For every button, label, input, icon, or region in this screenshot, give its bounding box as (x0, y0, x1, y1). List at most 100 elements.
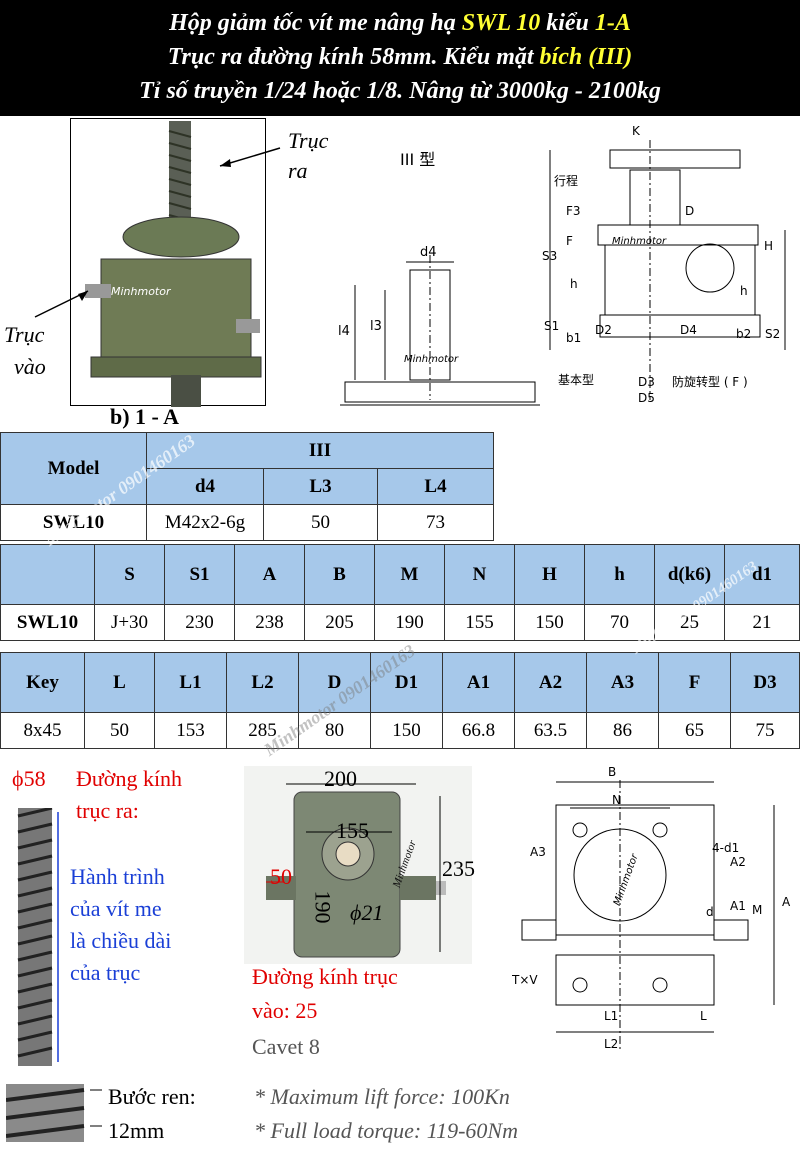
input-shaft-label-1: Trục (4, 322, 45, 347)
plan-label-b: B (608, 765, 616, 779)
drawing-iii-l3: l3 (370, 319, 382, 334)
table1-model-header: Model (0, 432, 147, 505)
photo-caption: b) 1 - A (110, 404, 180, 429)
table2-col-s: S (94, 544, 165, 605)
table2-col-s1: S1 (164, 544, 235, 605)
product-photo-frame: Minhmotor (70, 118, 266, 407)
header-line-2: Trục ra đường kính 58mm. Kiểu mặt bích (… (167, 44, 633, 70)
plan-label-l1: L1 (604, 1009, 618, 1023)
top-dim-190: 190 (310, 890, 336, 924)
output-diameter-label-2: trục ra: (76, 798, 139, 823)
product-photo: Minhmotor (85, 121, 262, 407)
table2-cell-s1: 230 (164, 604, 235, 641)
plan-label-a2: A2 (730, 855, 746, 869)
table2-col-m: M (374, 544, 445, 605)
table2-cell-d1: 21 (724, 604, 800, 641)
travel-text-3: là chiều dài (70, 928, 172, 953)
table2-col-d1: d1 (724, 544, 800, 605)
table2-col-blank (0, 544, 95, 605)
table2-cell-a: 238 (234, 604, 305, 641)
plan-label-4d1: 4-d1 (712, 841, 739, 855)
table2-cell-n: 155 (444, 604, 515, 641)
header-line-3: Tỉ số truyền 1/24 hoặc 1/8. Nâng từ 3000… (139, 78, 661, 104)
table3-col-d1: D1 (370, 652, 443, 713)
top-dim-200: 200 (324, 766, 357, 791)
table2-cell-dk6: 25 (654, 604, 725, 641)
screw-diameter: ϕ58 (12, 766, 46, 791)
input-shaft-label-2: vào (14, 354, 46, 379)
side-dimension-drawing: K 行程 F3 D S3 F H h h S1 b1 D2 D4 b2 S2 D… (542, 124, 786, 405)
table3-cell-l1: 153 (154, 712, 227, 749)
side-label-f3: F3 (566, 204, 581, 218)
plan-label-txv: T×V (512, 973, 538, 987)
plan-label-l: L (700, 1009, 707, 1023)
table1-col-l3: L3 (263, 468, 378, 505)
top-view-photo (244, 766, 472, 964)
output-arrow-icon (219, 147, 281, 167)
flange-iii-drawing: III 型 d4 l3 l4 Minhmotor (338, 150, 540, 406)
plan-dimension-drawing: B N 4-d1 A3 A2 A1 M A d T×V L1 L L2 Minh… (512, 765, 791, 1051)
side-label-d4: D4 (680, 323, 697, 337)
page-header: Hộp giảm tốc vít me nâng hạ SWL 10 kiểu … (0, 0, 800, 116)
side-label-f: F (566, 234, 573, 248)
table2-cell-b: 205 (304, 604, 375, 641)
torque-spec: * Full load torque: 119-60Nm (254, 1118, 518, 1143)
plan-label-a1: A1 (730, 899, 746, 913)
table2-col-h: H (514, 544, 585, 605)
table3-col-key: Key (0, 652, 85, 713)
plan-label-a: A (782, 895, 791, 909)
table1-cell-l3: 50 (263, 504, 378, 541)
output-shaft-label-2: ra (288, 158, 308, 183)
side-label-b1: b1 (566, 331, 581, 345)
table2-col-b: B (304, 544, 375, 605)
table2-cell-s: J+30 (94, 604, 165, 641)
side-label-d5: D5 (638, 391, 655, 405)
table3-cell-f: 65 (658, 712, 731, 749)
table3-cell-l: 50 (84, 712, 155, 749)
side-label-d2: D2 (595, 323, 612, 337)
key-size-label: Cavet 8 (252, 1034, 320, 1059)
side-label-h-left: h (570, 277, 578, 291)
output-diameter-label-1: Đường kính (76, 766, 183, 791)
drawing-iii-watermark: Minhmotor (404, 354, 459, 365)
table3-cell-d: 80 (298, 712, 371, 749)
top-dim-155: 155 (336, 818, 369, 843)
table3-col-d3: D3 (730, 652, 800, 713)
drawing-iii-d4: d4 (420, 245, 437, 260)
top-dim-21: ϕ21 (350, 900, 384, 925)
table3-cell-a1: 66.8 (442, 712, 515, 749)
side-label-d3: D3 (638, 375, 655, 389)
table3-col-a1: A1 (442, 652, 515, 713)
screw-image (17, 808, 59, 1066)
table2-col-h-small: h (584, 544, 655, 605)
plan-label-d: d (706, 905, 714, 919)
table3-col-d: D (298, 652, 371, 713)
side-label-anti-rotation: 防旋转型 ( F ) (672, 374, 748, 389)
table1-cell-l4: 73 (377, 504, 494, 541)
side-label-s2: S2 (765, 327, 780, 341)
table2-col-n: N (444, 544, 515, 605)
output-shaft-label-1: Trục (288, 128, 329, 153)
side-label-h-upper: H (764, 239, 773, 253)
travel-text-2: của vít me (70, 896, 162, 921)
side-label-base-type: 基本型 (558, 373, 594, 387)
side-label-s1: S1 (544, 319, 559, 333)
plan-label-n: N (612, 793, 621, 807)
plan-watermark: Minhmotor (612, 852, 641, 907)
pitch-label: Bước ren: (108, 1084, 196, 1109)
photo-watermark: Minhmotor (111, 285, 172, 298)
drawing-iii-l4: l4 (338, 324, 350, 339)
table3-col-a3: A3 (586, 652, 659, 713)
side-drawing-watermark: Minhmotor (612, 236, 667, 247)
table3-col-a2: A2 (514, 652, 587, 713)
table1-cell-d4: M42x2-6g (146, 504, 264, 541)
table3-col-f: F (658, 652, 731, 713)
input-arrow-icon (34, 290, 89, 318)
table3-cell-a2: 63.5 (514, 712, 587, 749)
header-line-1: Hộp giảm tốc vít me nâng hạ SWL 10 kiểu … (169, 10, 631, 36)
table3-cell-d3: 75 (730, 712, 800, 749)
side-label-k: K (632, 124, 641, 138)
plan-label-a3: A3 (530, 845, 546, 859)
table3-col-l1: L1 (154, 652, 227, 713)
table3-cell-a3: 86 (586, 712, 659, 749)
